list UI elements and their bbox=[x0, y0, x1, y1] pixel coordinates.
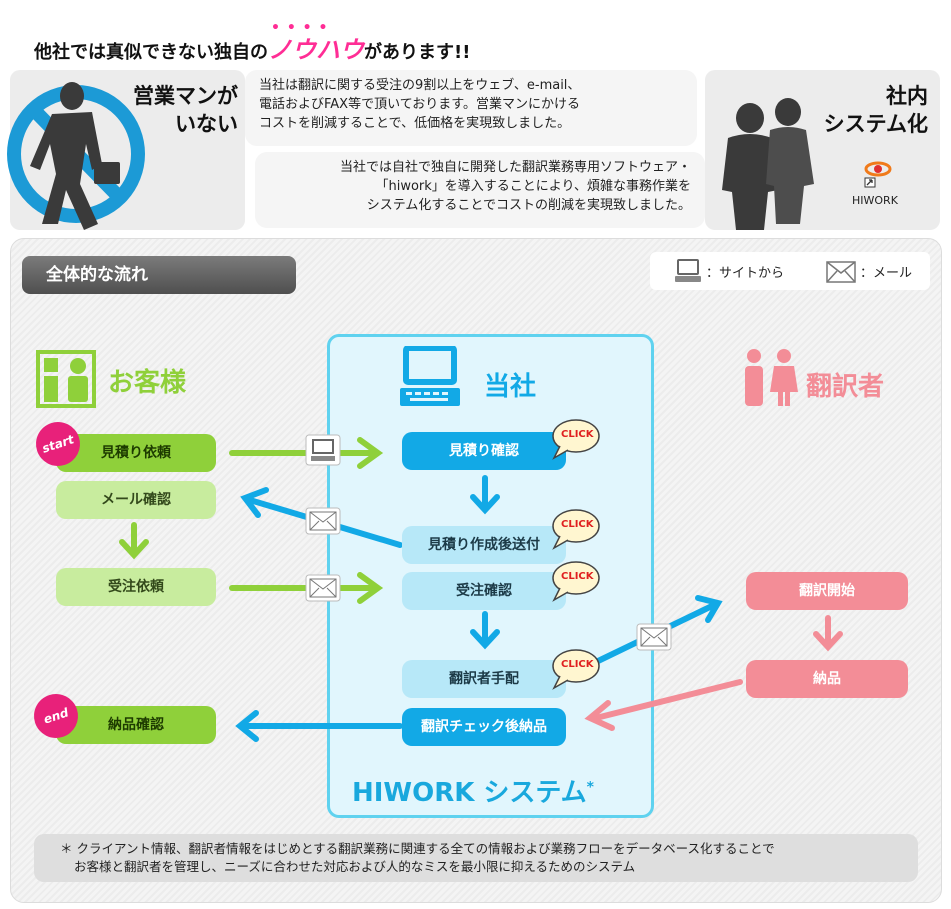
click-label-4[interactable]: CLICK bbox=[561, 659, 594, 670]
arrow-mail-icon-2 bbox=[305, 574, 341, 602]
page-title: 他社では真似できない独自のノウハウがあります!! bbox=[34, 30, 470, 65]
step-translation-start: 翻訳開始 bbox=[746, 572, 908, 610]
arrow-site-icon bbox=[305, 434, 341, 466]
step-translation-deliver: 納品 bbox=[746, 660, 908, 698]
legend: ：サイトから ：メール bbox=[650, 252, 930, 290]
step-delivery-check: 納品確認 bbox=[56, 706, 216, 744]
system-name: HIWORK システム* bbox=[352, 778, 594, 808]
system-note: 当社では自社で独自に開発した翻訳業務専用ソフトウェア・ 「hiwork」を導入す… bbox=[255, 152, 705, 228]
no-sales-heading: 営業マンが いない bbox=[133, 84, 238, 136]
arrow-mail-icon-1 bbox=[305, 507, 341, 535]
customer-column-title: お客様 bbox=[108, 368, 187, 398]
step-order-confirm[interactable]: 受注確認 bbox=[402, 572, 566, 610]
click-label-3[interactable]: CLICK bbox=[561, 571, 594, 582]
click-bubble-3[interactable] bbox=[550, 560, 600, 602]
company-column-title: 当社 bbox=[484, 372, 537, 402]
click-bubble-1[interactable] bbox=[550, 418, 600, 460]
computer-icon bbox=[675, 259, 701, 282]
customer-icon bbox=[36, 350, 96, 408]
arrow-mail-icon-3 bbox=[636, 623, 672, 651]
system-heading: 社内 システム化 bbox=[823, 84, 928, 136]
legend-mail-label: ：メール bbox=[860, 266, 913, 281]
arrow-return bbox=[593, 679, 743, 721]
translator-icon bbox=[745, 349, 798, 406]
mail-icon bbox=[826, 261, 856, 283]
hiwork-app-icon[interactable] bbox=[863, 158, 893, 188]
hiwork-app-label: HIWORK bbox=[852, 194, 898, 207]
no-sales-note: 当社は翻訳に関する受注の9割以上をウェブ、e-mail、 電話およびFAX等で頂… bbox=[245, 70, 697, 146]
click-bubble-2[interactable] bbox=[550, 508, 600, 550]
step-estimate-confirm[interactable]: 見積り確認 bbox=[402, 432, 566, 470]
translator-column-title: 翻訳者 bbox=[806, 372, 885, 402]
click-label-1[interactable]: CLICK bbox=[561, 429, 594, 440]
step-check-delivery: 翻訳チェック後納品 bbox=[402, 708, 566, 746]
step-mail-check: メール確認 bbox=[56, 481, 216, 519]
click-bubble-4[interactable] bbox=[550, 648, 600, 690]
company-computer-icon bbox=[400, 346, 460, 406]
step-assign-translator[interactable]: 翻訳者手配 bbox=[402, 660, 566, 698]
footnote: ＊ クライアント情報、翻訳者情報をはじめとする翻訳業務に関連する全ての情報および… bbox=[34, 834, 918, 882]
legend-site-label: ：サイトから bbox=[706, 266, 785, 281]
no-salesman-icon bbox=[7, 82, 145, 230]
staff-group-icon bbox=[722, 98, 814, 230]
step-estimate-request: 見積り依頼 bbox=[56, 434, 216, 472]
click-label-2[interactable]: CLICK bbox=[561, 519, 594, 530]
title-highlight: ノウハウ bbox=[268, 36, 364, 64]
flow-label: 全体的な流れ bbox=[22, 256, 296, 294]
step-order-request: 受注依頼 bbox=[56, 568, 216, 606]
step-estimate-send[interactable]: 見積り作成後送付 bbox=[402, 526, 566, 564]
